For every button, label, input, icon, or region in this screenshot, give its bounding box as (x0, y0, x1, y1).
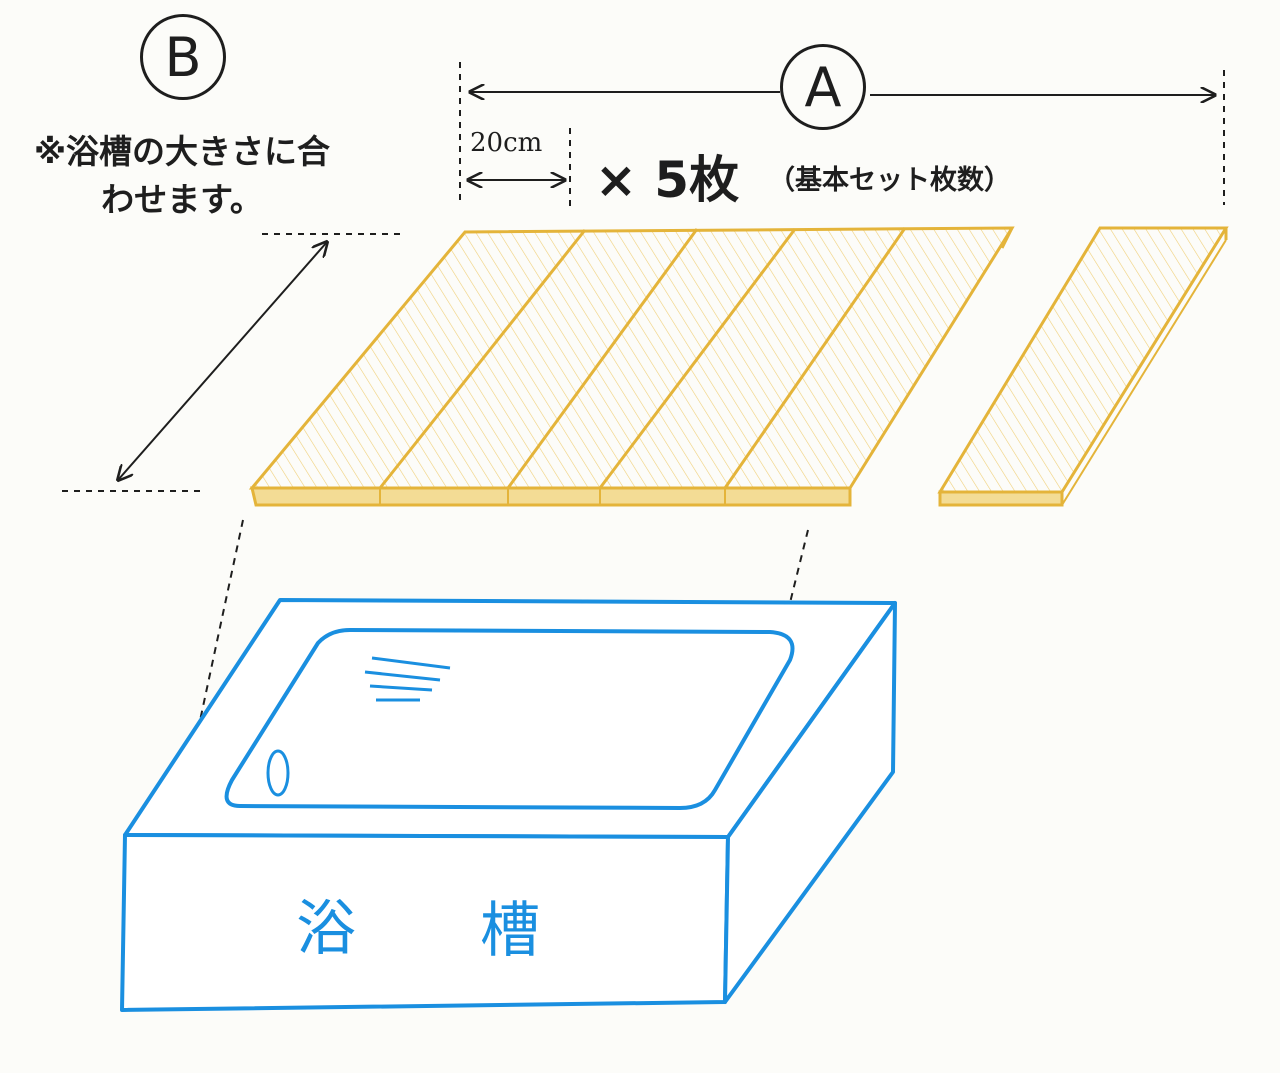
bathtub (120, 598, 897, 1012)
tub-label-char-1: 浴 (296, 894, 356, 964)
dimension-b (62, 233, 402, 492)
marker-a: A (780, 44, 866, 130)
size-note: ※浴槽の大きさに合わせます。 (33, 132, 331, 219)
marker-b-text: B (164, 25, 202, 89)
extra-board (937, 226, 1229, 507)
board-width-label: 20cm (470, 128, 543, 158)
basic-set-note: （基本セット枚数） (768, 165, 1011, 196)
dimension-20cm (468, 128, 571, 208)
marker-b: B (140, 14, 226, 100)
tub-label-char-2: 槽 (480, 896, 540, 966)
marker-a-text: A (804, 55, 842, 119)
dimension-a (459, 62, 1225, 205)
board-set (248, 226, 1015, 507)
board-count: × 5枚 (595, 151, 740, 209)
